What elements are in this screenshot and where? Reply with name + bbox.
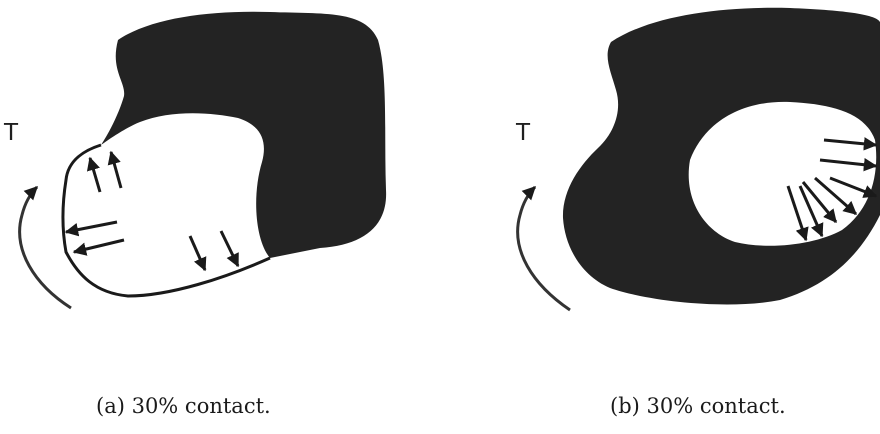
panel-a-force-arrow [221,231,238,266]
panel-b-dark-body [563,8,880,305]
panel-a-force-arrows [66,152,238,270]
panel-b-force-arrow [820,160,876,166]
panel-b-torque-arrow [518,187,570,310]
panel-b-caption: (b) 30% contact. [610,396,786,417]
panel-b-force-arrow [824,140,876,145]
panel-a-force-arrow [66,222,117,232]
panel-b [518,8,880,310]
panel-a-caption: (a) 30% contact. [96,396,271,417]
panel-b-force-arrow [830,178,876,196]
panel-b-torque-label: T [516,122,530,145]
panel-a-force-arrow [74,240,124,252]
panel-b-force-arrow [815,178,856,214]
panel-a-dark-body [101,12,386,258]
panel-a-force-arrow [111,152,121,188]
panel-a-force-arrow [190,236,205,270]
panel-a-torque-label: T [4,122,18,145]
panel-a [20,12,386,308]
panel-a-force-arrow [90,158,100,192]
